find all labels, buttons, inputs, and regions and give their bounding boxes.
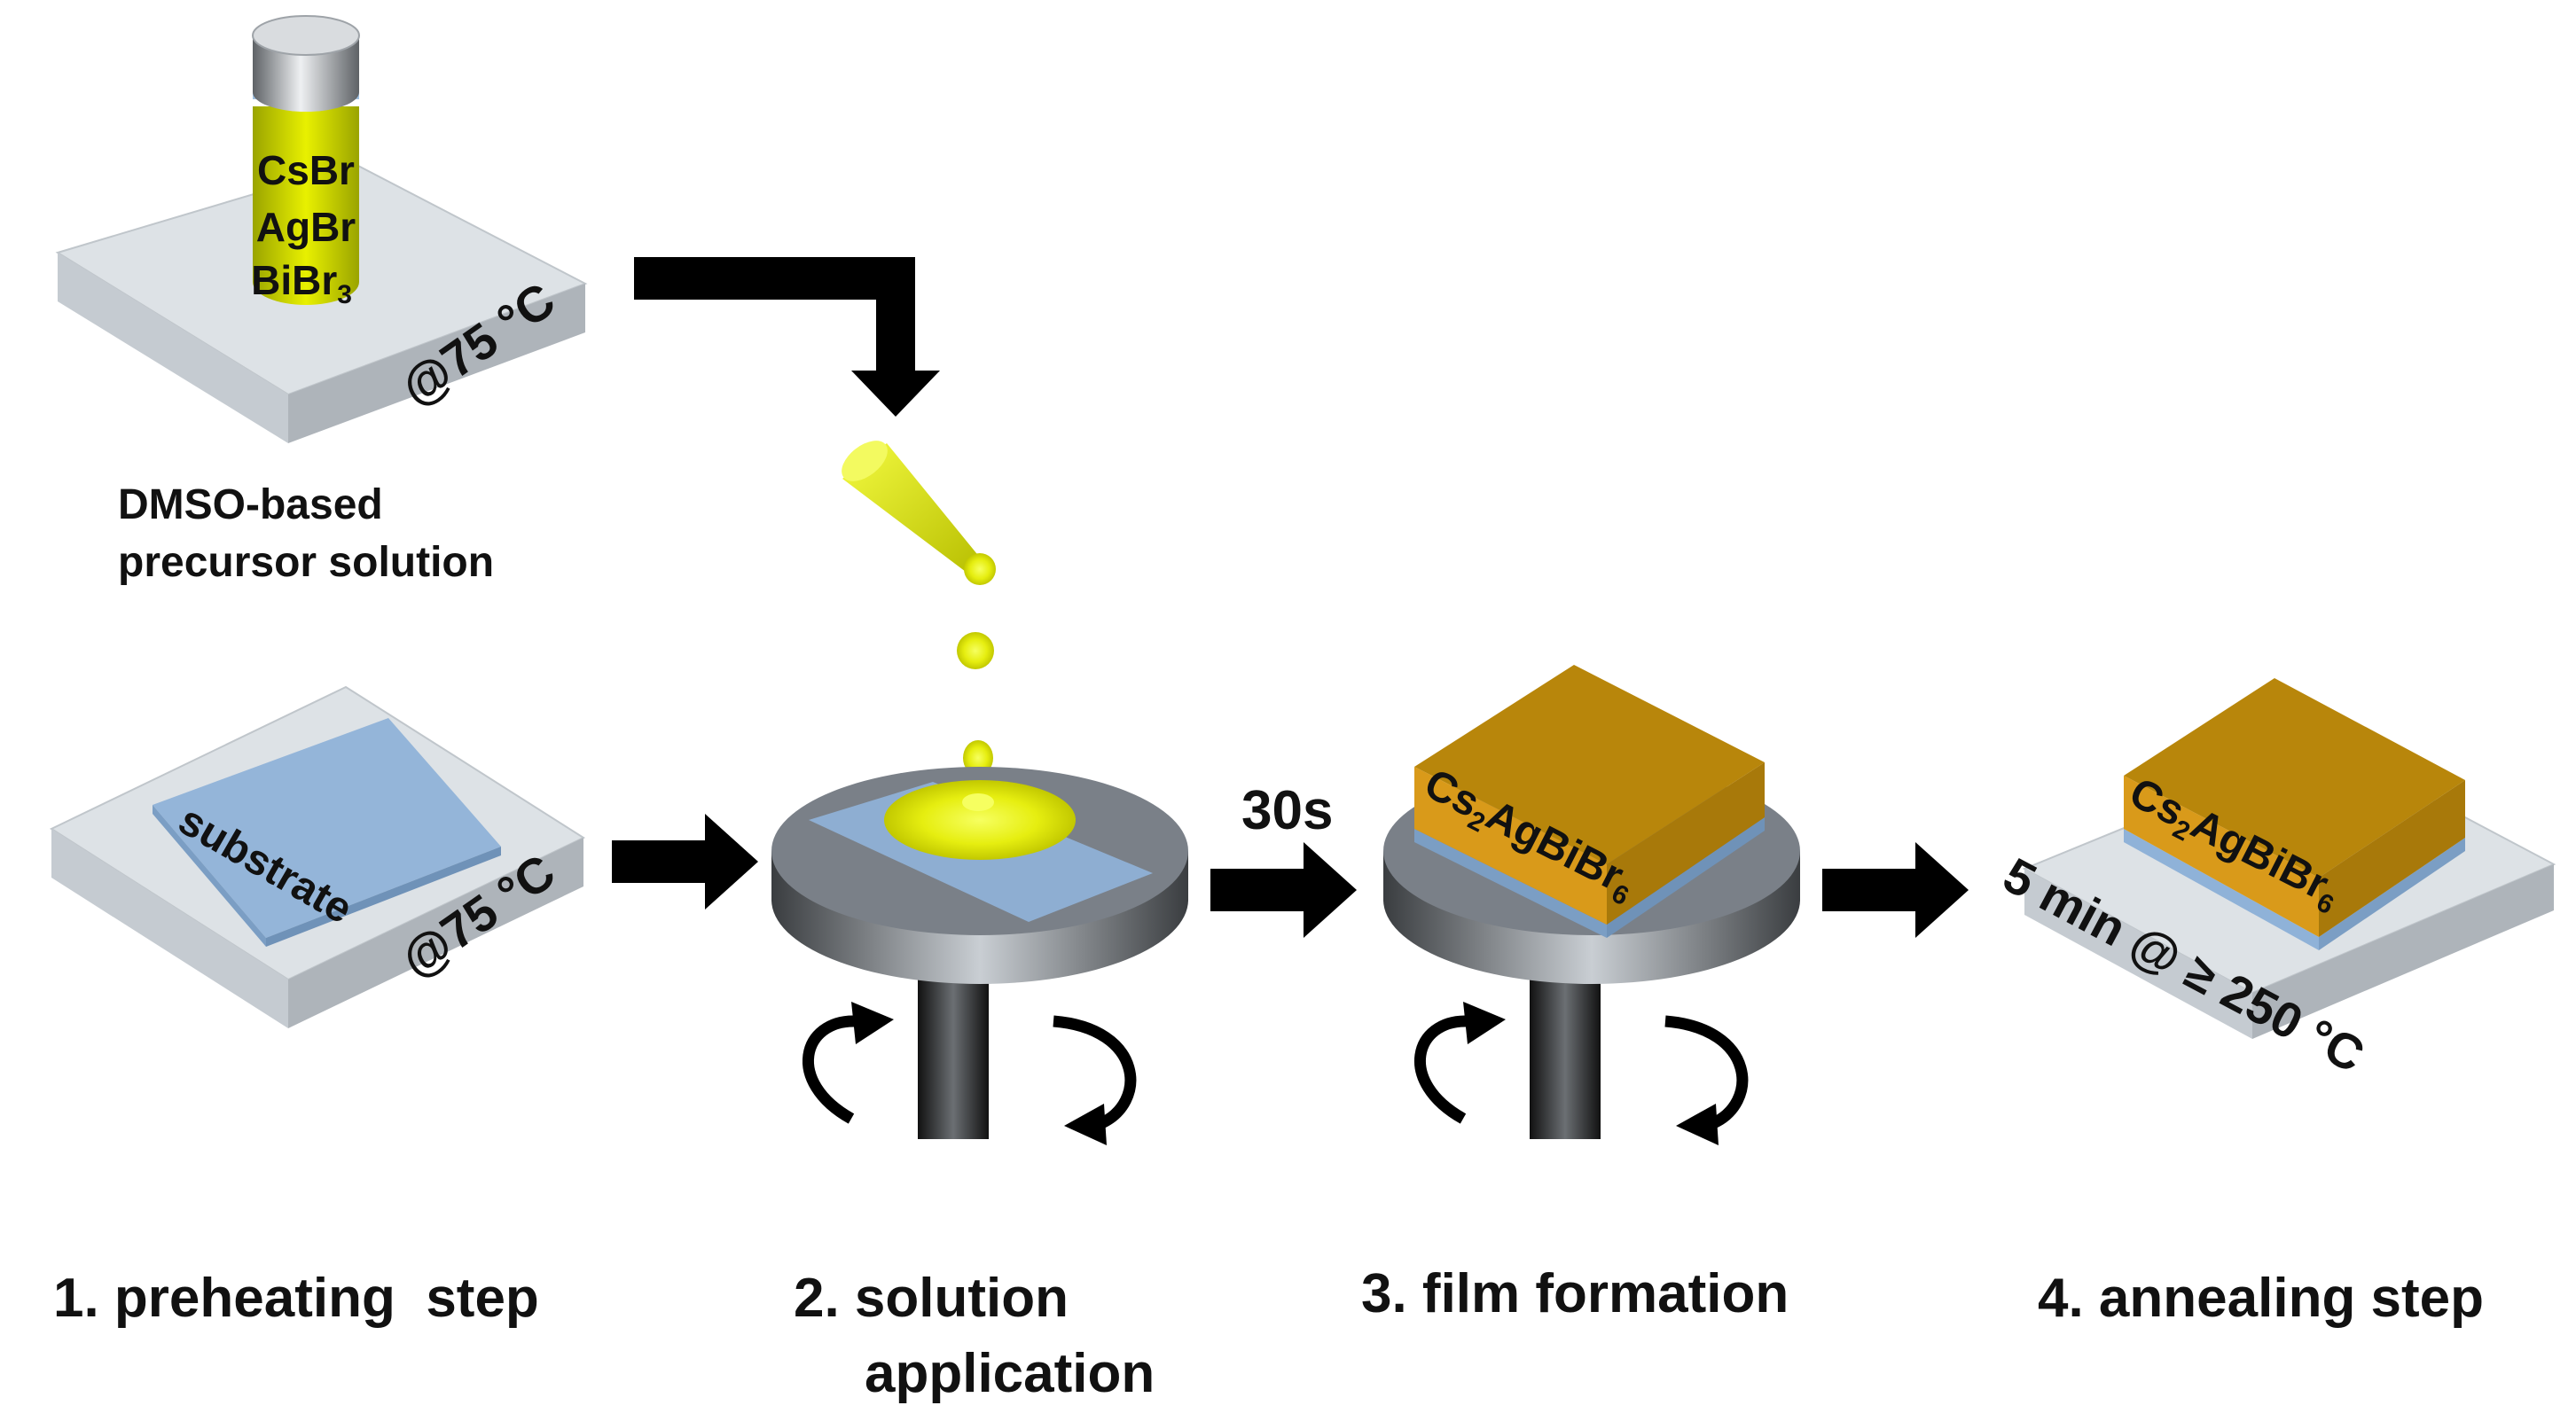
spin-coater-1 <box>771 767 1188 1139</box>
falling-drop-1 <box>957 632 994 669</box>
heating-plate-substrate <box>49 685 586 1028</box>
pipette <box>842 441 996 585</box>
step-1-label: 1. preheating step <box>53 1268 539 1329</box>
step-4-label: 4. annealing step <box>2038 1268 2484 1329</box>
process-arrow-1 <box>612 814 758 910</box>
time-label-30s: 30s <box>1241 780 1333 841</box>
step-3-label: 3. film formation <box>1361 1263 1789 1324</box>
precursor-label-line1: DMSO-based <box>118 481 383 528</box>
process-arrow-3 <box>1822 842 1969 938</box>
step-2-label-line2: application <box>865 1343 1155 1404</box>
process-arrow-2 <box>1210 842 1357 938</box>
annealing-plate <box>2022 678 2556 1039</box>
falling-drop-2 <box>963 740 993 776</box>
rotation-arrows-1 <box>802 1002 1137 1145</box>
elbow-arrow <box>634 257 940 417</box>
precursor-label-line2: precursor solution <box>118 539 494 586</box>
rotation-arrows-2 <box>1413 1002 1749 1145</box>
vial-label-bibr3: BiBr3 <box>251 257 352 309</box>
vial-label-csbr: CsBr <box>257 147 355 193</box>
step-2-label-line1: 2. solution <box>794 1268 1069 1329</box>
precursor-vial: CsBr AgBr BiBr3 <box>251 15 360 309</box>
vial-label-agbr: AgBr <box>256 204 356 250</box>
spin-coater-2 <box>1383 665 1800 1139</box>
